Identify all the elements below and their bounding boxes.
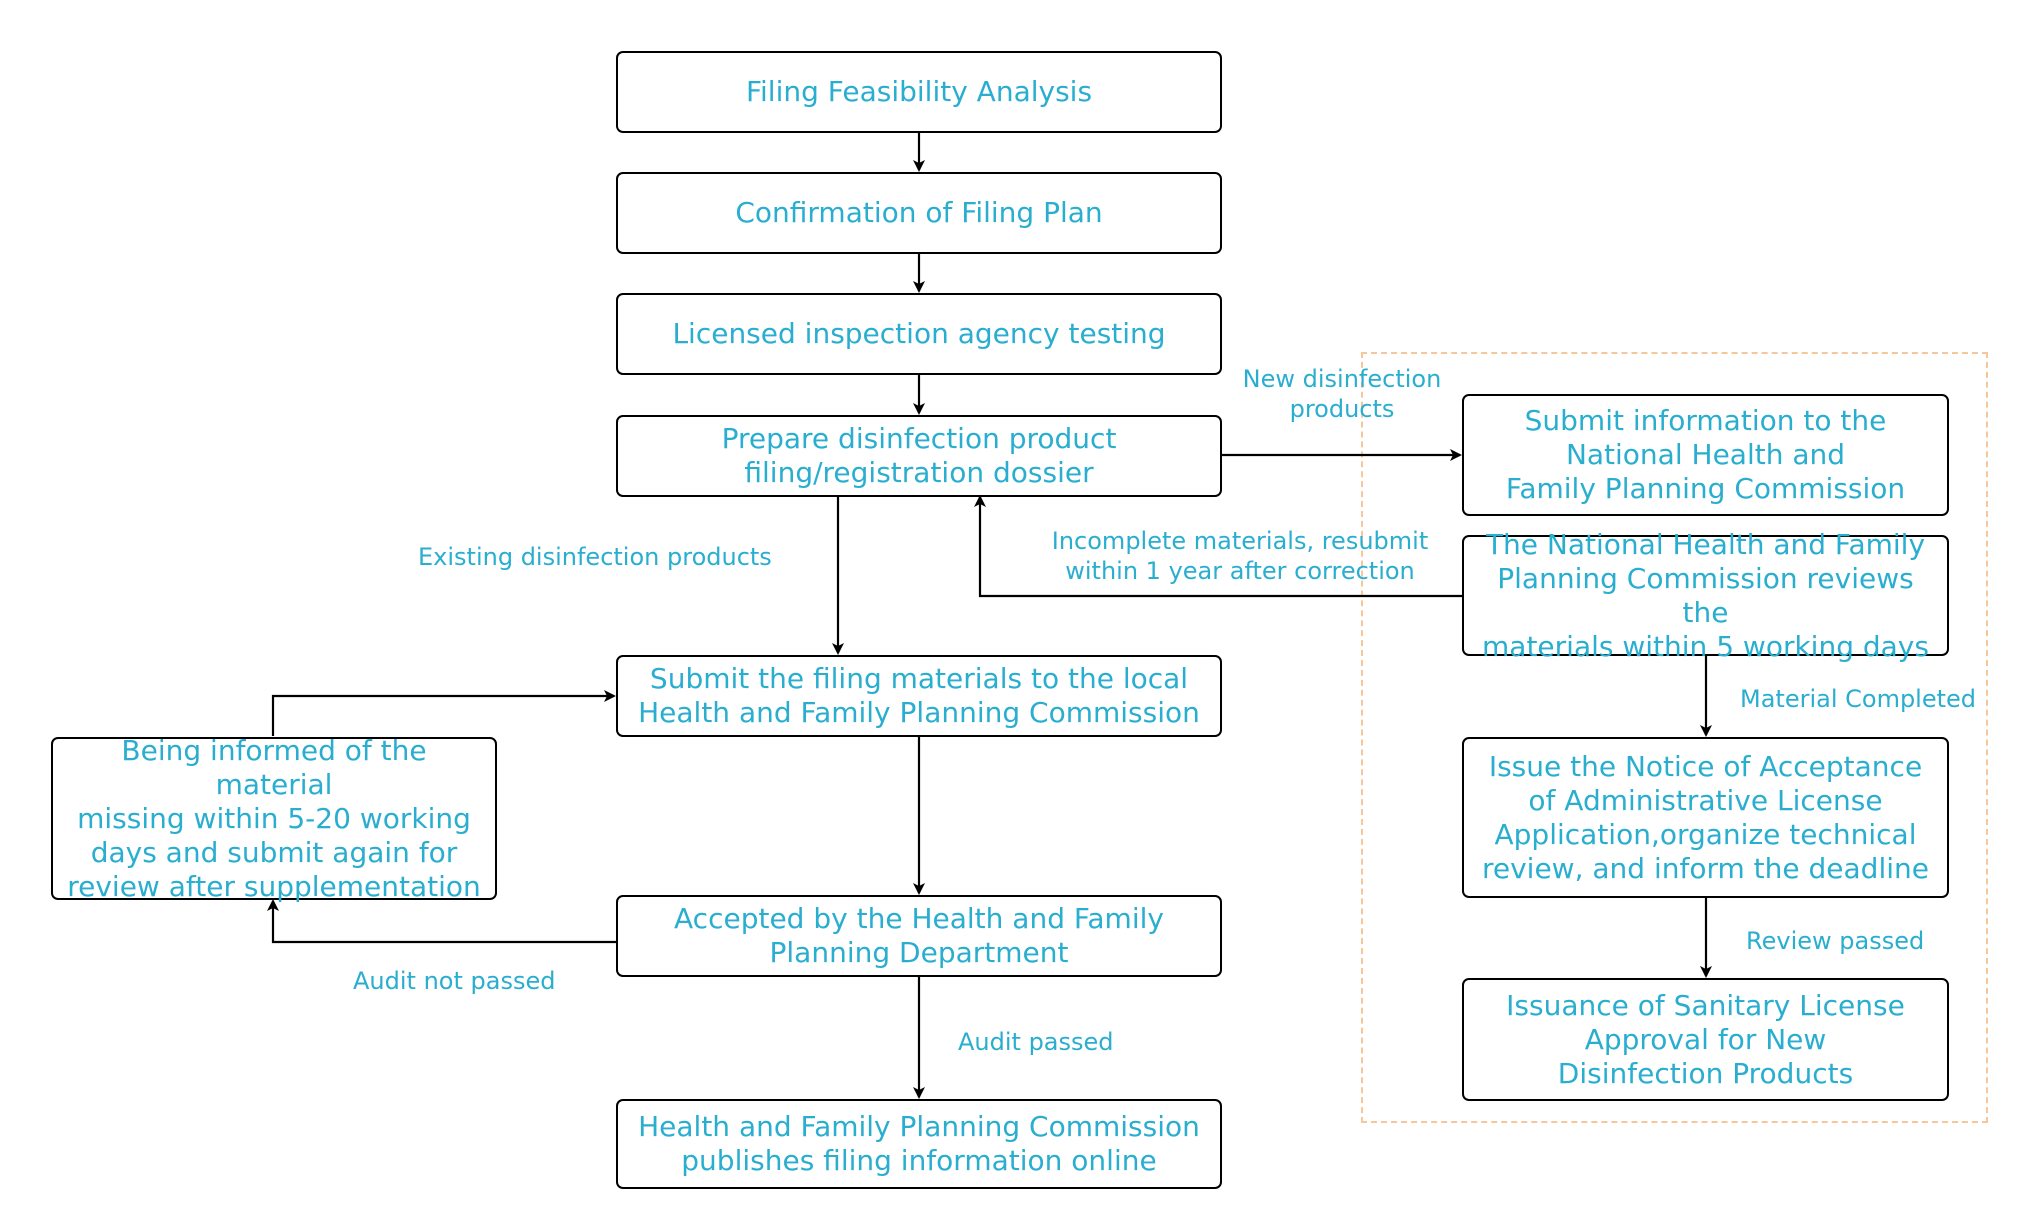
audit-passed-label: Audit passed: [958, 1028, 1114, 1056]
arrow-review-back-to-dossier: [974, 495, 1462, 598]
review-passed-label: Review passed: [1746, 927, 1925, 955]
prepare-dossier-box: Prepare disinfection product filing/regi…: [616, 415, 1222, 497]
confirmation-of-filing-plan-box: Confirmation of Filing Plan: [616, 172, 1222, 254]
arrow-informed-to-local: [271, 690, 616, 736]
issuance-license-box: Issuance of Sanitary License Approval fo…: [1462, 978, 1949, 1101]
incomplete-materials-label: Incomplete materials, resubmit within 1 …: [1051, 527, 1429, 585]
being-informed-box: Being informed of the material missing w…: [51, 734, 497, 903]
accepted-by-department-box: Accepted by the Health and Family Planni…: [616, 895, 1222, 977]
issue-notice-box: Issue the Notice of Acceptance of Admini…: [1462, 737, 1949, 898]
filing-feasibility-analysis-box: Filing Feasibility Analysis: [616, 51, 1222, 133]
national-process-group: [1361, 352, 1988, 1123]
new-disinfection-products-label: New disinfection products: [1242, 365, 1442, 423]
material-completed-label: Material Completed: [1740, 685, 1977, 713]
licensed-inspection-testing-box: Licensed inspection agency testing: [616, 293, 1222, 375]
national-review-box: The National Health and Family Planning …: [1462, 528, 1949, 663]
audit-not-passed-label: Audit not passed: [353, 967, 556, 995]
submit-local-commission-box: Submit the filing materials to the local…: [616, 655, 1222, 737]
submit-national-commission-box: Submit information to the National Healt…: [1462, 394, 1949, 516]
arrow-accepted-to-informed: [267, 899, 616, 944]
publishes-online-box: Health and Family Planning Commission pu…: [616, 1099, 1222, 1189]
existing-disinfection-products-label: Existing disinfection products: [418, 543, 772, 571]
